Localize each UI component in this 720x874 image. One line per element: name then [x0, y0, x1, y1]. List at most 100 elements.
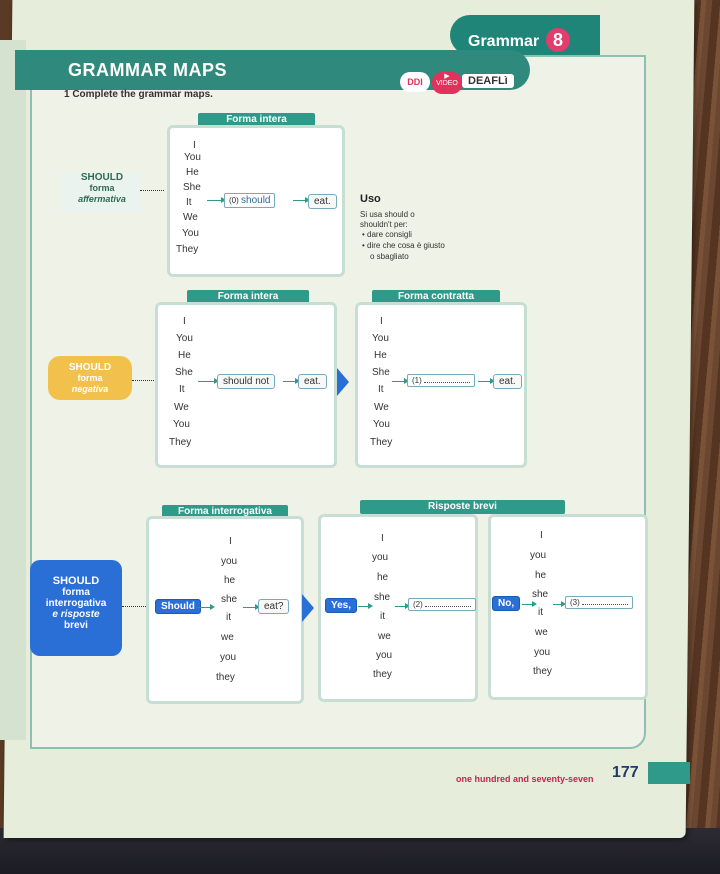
pronoun: I [380, 316, 383, 327]
interrogative-label: SHOULD forma interrogativa e risposte br… [30, 560, 122, 656]
connector [122, 606, 146, 607]
pronoun: We [374, 402, 389, 413]
page-edge [0, 40, 26, 740]
int-label-4: e risposte [52, 609, 100, 620]
arrow [478, 378, 495, 384]
aff-main-verb: eat. [308, 194, 337, 209]
blank-number: (2) [413, 600, 423, 609]
arrow [198, 378, 219, 384]
pronoun: you [220, 652, 237, 663]
neg-blank-1[interactable]: (1) [407, 374, 475, 387]
pronoun: you [530, 550, 547, 561]
pronoun: you [372, 552, 389, 563]
short-blank-3[interactable]: (3) [565, 596, 633, 609]
arrow [283, 378, 300, 384]
pronoun: they [373, 669, 392, 680]
section-number: 8 [546, 28, 570, 52]
aff-label-1: SHOULD [80, 172, 124, 183]
pronoun: You [372, 333, 389, 344]
pronoun: You [173, 419, 190, 430]
deafli-badge[interactable]: DEAFLì [462, 74, 514, 88]
pronoun: she [374, 592, 391, 603]
pronoun: you [221, 556, 238, 567]
pronoun: They [176, 244, 199, 255]
video-label: VIDEO [436, 80, 458, 87]
pronoun: I [183, 316, 186, 327]
neg-label-3: negativa [71, 384, 109, 394]
arrow [207, 197, 226, 203]
page-title: GRAMMAR MAPS [68, 60, 227, 80]
pronoun: You [373, 419, 390, 430]
arrow [198, 604, 215, 610]
arrow [243, 604, 260, 610]
neg-main-verb: eat. [298, 374, 327, 389]
aff-label-3: affermativa [78, 194, 126, 204]
int-header: Forma interrogativa [162, 505, 288, 519]
blank-number: (0) [229, 196, 239, 205]
exercise-instruction: 1 Complete the grammar maps. [64, 89, 213, 100]
int-label-1: SHOULD [52, 575, 100, 587]
pronoun: I [193, 140, 196, 151]
pronoun: we [535, 627, 548, 638]
pronoun: She [372, 367, 390, 378]
pronoun: she [532, 589, 549, 600]
aff-blank-0[interactable]: (0) should [224, 193, 276, 208]
pronoun: she [221, 594, 238, 605]
pronoun: He [186, 167, 199, 178]
pronoun: he [535, 570, 547, 581]
ddi-icon[interactable]: DDI [400, 72, 430, 92]
footer-band [648, 762, 690, 784]
arrow [522, 601, 537, 607]
arrow [358, 603, 373, 609]
pronoun: I [229, 536, 232, 547]
neg-verb: should not [217, 374, 276, 389]
neg-short-header: Forma contratta [372, 290, 500, 304]
int-should: Should [155, 599, 201, 614]
pronoun: You [184, 152, 201, 163]
blank-number: (1) [412, 376, 422, 385]
pronoun: It [378, 384, 384, 395]
pronoun: you [376, 650, 393, 661]
int-label-2: forma [62, 587, 90, 598]
pronoun: They [169, 437, 192, 448]
no-label: No, [492, 596, 521, 611]
pronoun: We [174, 402, 189, 413]
yes-label: Yes, [325, 598, 358, 613]
uso-title: Uso [360, 193, 381, 205]
blank-number: (3) [570, 598, 580, 607]
pronoun: I [540, 530, 543, 541]
page-number: 177 [612, 764, 639, 781]
pronoun: You [182, 228, 199, 239]
int-label-5: brevi [64, 620, 88, 631]
uso-line: • dire che cosa è giusto [362, 241, 445, 250]
affirmative-label: SHOULD forma affermativa [62, 172, 142, 212]
short-blank-2[interactable]: (2) [408, 598, 476, 611]
section-label: Grammar [468, 33, 540, 50]
pronoun: it [380, 611, 385, 622]
pronoun: They [370, 437, 393, 448]
negative-label: SHOULD forma negativa [48, 356, 132, 400]
pronoun: they [533, 666, 552, 677]
short-answers-header: Risposte brevi [360, 500, 565, 514]
pronoun: She [175, 367, 193, 378]
pronoun: It [179, 384, 185, 395]
pronoun: You [176, 333, 193, 344]
int-main-verb: eat? [258, 599, 290, 614]
arrow [293, 197, 310, 203]
uso-line: Si usa should o [360, 210, 415, 219]
aff-header: Forma intera [198, 113, 315, 127]
pronoun: it [226, 612, 231, 623]
pronoun: It [186, 197, 192, 208]
pronoun: he [377, 572, 389, 583]
pronoun: he [224, 575, 236, 586]
arrow [553, 601, 566, 607]
uso-line: o sbagliato [370, 252, 409, 261]
pronoun: I [381, 533, 384, 544]
pronoun: we [378, 631, 391, 642]
pronoun: they [216, 672, 235, 683]
aff-label-2: forma [89, 183, 115, 193]
video-icon[interactable]: ▶VIDEO [432, 72, 462, 94]
arrow [392, 378, 409, 384]
pronoun: We [183, 212, 198, 223]
pronoun: it [538, 607, 543, 618]
